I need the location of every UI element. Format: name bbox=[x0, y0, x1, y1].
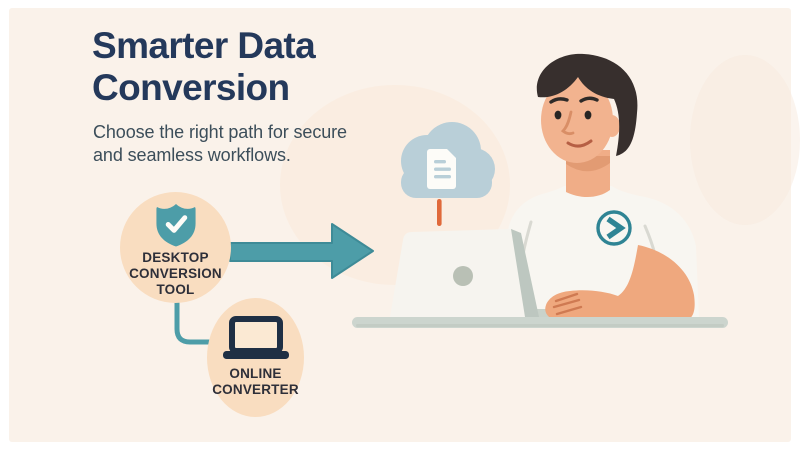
laptop bbox=[390, 229, 539, 317]
subtitle-line-1: Choose the right path for secure bbox=[93, 122, 347, 142]
node-online-converter: ONLINE CONVERTER bbox=[207, 298, 304, 417]
shield-check-icon bbox=[155, 203, 196, 247]
node-label: ONLINE CONVERTER bbox=[212, 366, 299, 397]
cloud-stem bbox=[437, 199, 442, 226]
arm-and-hand bbox=[545, 245, 695, 321]
eyebrow bbox=[549, 97, 569, 104]
laptop-icon bbox=[222, 316, 289, 359]
desk bbox=[352, 317, 728, 328]
node-connector bbox=[174, 300, 212, 345]
title-line-2: Conversion bbox=[92, 67, 290, 109]
laptop-logo bbox=[453, 266, 473, 286]
node-label: DESKTOP CONVERSION TOOL bbox=[129, 250, 222, 297]
chevron-right-circle-icon bbox=[596, 210, 632, 246]
cloud-with-document-icon bbox=[401, 122, 495, 226]
mouth bbox=[566, 139, 593, 148]
background-wash bbox=[690, 55, 800, 225]
subtitle-line-2: and seamless workflows. bbox=[93, 144, 291, 165]
flow-arrow bbox=[229, 223, 374, 279]
eyebrow bbox=[579, 96, 599, 103]
hair bbox=[536, 53, 638, 156]
page-subtitle: Choose the right path for secure and sea… bbox=[93, 121, 347, 166]
page-title: Smarter Data Conversion bbox=[92, 25, 316, 109]
nose bbox=[560, 110, 575, 136]
title-line-1: Smarter Data bbox=[92, 25, 316, 66]
eye bbox=[554, 110, 562, 120]
node-desktop-conversion-tool: DESKTOP CONVERSION TOOL bbox=[120, 192, 231, 303]
eye bbox=[584, 110, 592, 120]
